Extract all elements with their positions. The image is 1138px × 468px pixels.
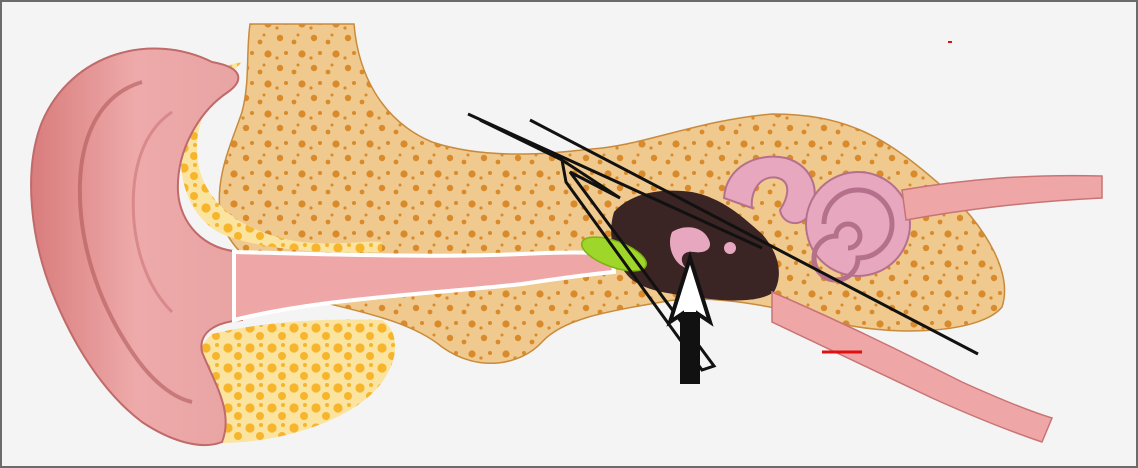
ossicle-dot [724, 242, 736, 254]
pointer-arrow-shaft [684, 312, 696, 382]
